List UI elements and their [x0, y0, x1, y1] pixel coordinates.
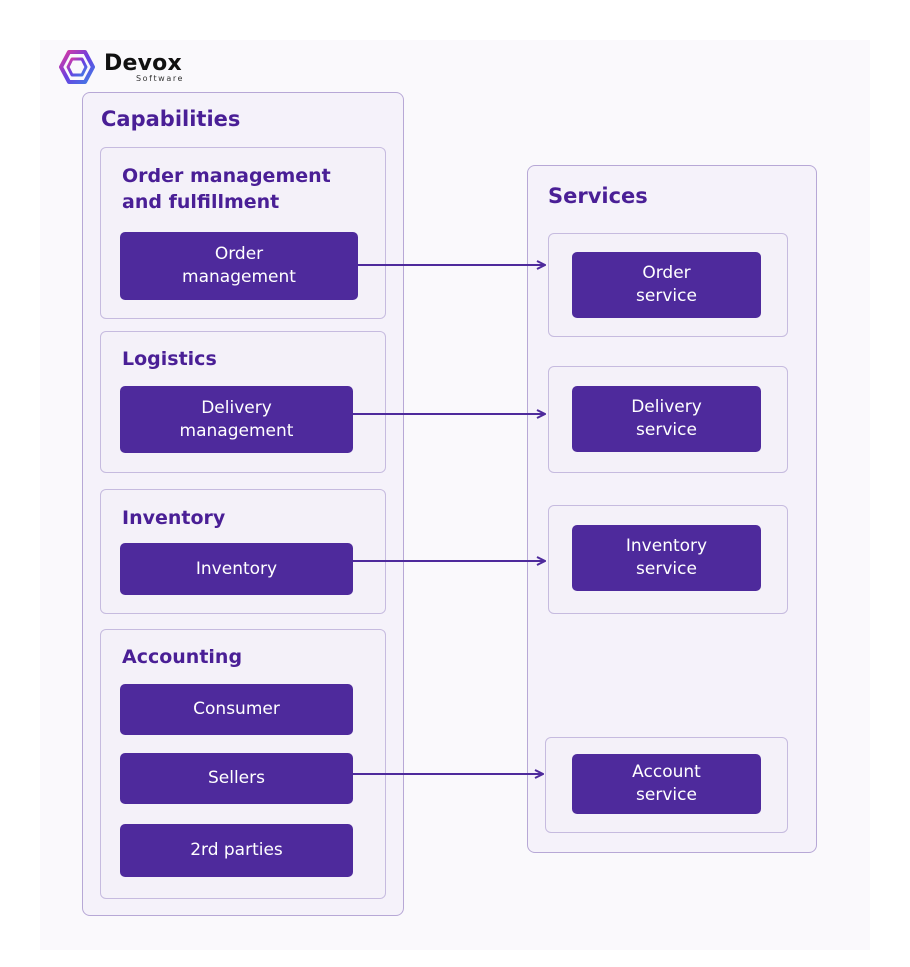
devox-logo-icon: [59, 50, 95, 84]
capability-group-title: Inventory: [122, 507, 226, 529]
services-title: Services: [548, 184, 648, 208]
delivery-management-box: Delivery management: [120, 386, 353, 453]
capability-group-title: Order management and fulfillment: [122, 165, 331, 213]
capabilities-title: Capabilities: [101, 107, 241, 131]
order-service-box: Order service: [572, 252, 761, 318]
sellers-box: Sellers: [120, 753, 353, 804]
brand-tagline: Software: [136, 74, 185, 83]
inventory-service-box: Inventory service: [572, 525, 761, 591]
brand-name: Devox: [104, 51, 182, 76]
consumer-box: Consumer: [120, 684, 353, 735]
capability-group-title: Accounting: [122, 646, 243, 668]
inventory-box: Inventory: [120, 543, 353, 595]
third-parties-box: 2rd parties: [120, 824, 353, 877]
account-service-box: Account service: [572, 754, 761, 814]
capability-group-title: Logistics: [122, 348, 217, 370]
order-management-box: Order management: [120, 232, 358, 300]
delivery-service-box: Delivery service: [572, 386, 761, 452]
